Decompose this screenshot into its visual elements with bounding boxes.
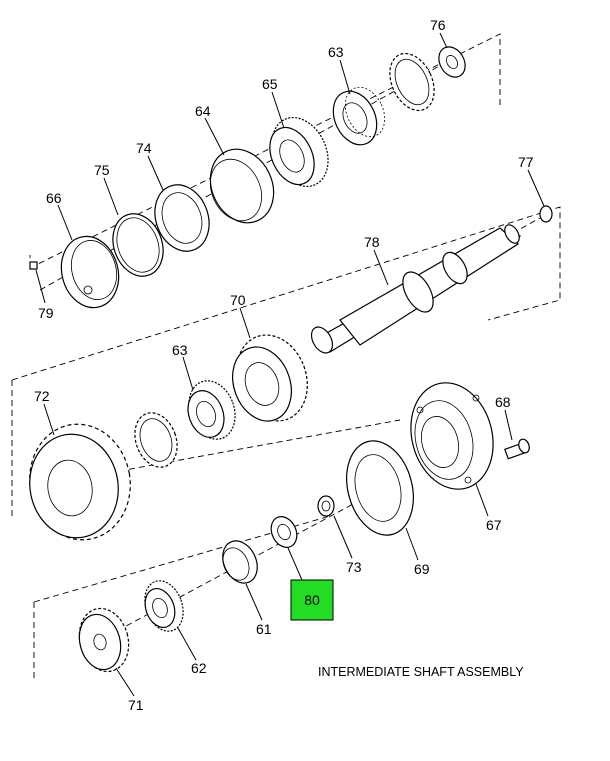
part-79-pin <box>29 261 38 270</box>
callout-74: 74 <box>136 140 152 156</box>
part-71-gear <box>78 607 130 673</box>
callout-77: 77 <box>518 154 534 170</box>
part-78-shaft <box>310 224 522 354</box>
part-66-cover <box>60 235 120 309</box>
part-72-gear <box>29 423 131 541</box>
callout-80-highlight[interactable]: 80 <box>290 579 334 621</box>
callout-66: 66 <box>46 190 62 206</box>
callout-70: 70 <box>230 292 246 308</box>
part-63-bearing-lower <box>187 380 236 440</box>
part-74-ring <box>154 184 210 252</box>
callout-75: 75 <box>94 162 110 178</box>
callout-69: 69 <box>414 561 430 577</box>
callout-79: 79 <box>38 305 54 321</box>
callout-80: 80 <box>304 592 320 608</box>
part-75-snap-ring <box>112 213 164 277</box>
part-64-cup <box>209 148 275 224</box>
leader-lines <box>35 32 545 697</box>
part-80-washer <box>270 516 298 548</box>
part-69-gasket <box>346 440 414 536</box>
part-77-nut <box>539 205 553 223</box>
callout-64: 64 <box>195 103 211 119</box>
bearing-race-lower <box>134 412 178 468</box>
callout-63-upper: 63 <box>328 44 344 60</box>
part-62-bearing <box>144 580 184 632</box>
callout-76: 76 <box>430 17 446 33</box>
diagram-title: INTERMEDIATE SHAFT ASSEMBLY <box>318 665 524 679</box>
callout-62: 62 <box>191 660 207 676</box>
middle-assembly-outline <box>11 206 561 520</box>
part-70-gear <box>232 334 308 422</box>
callout-65: 65 <box>262 76 278 92</box>
part-65-bearing <box>269 116 329 188</box>
highlight-box[interactable] <box>290 579 334 621</box>
part-73-nut <box>317 495 335 517</box>
callout-63-lower: 63 <box>172 342 188 358</box>
callout-71: 71 <box>128 697 144 713</box>
callout-72: 72 <box>34 388 50 404</box>
upper-assembly-outline <box>29 33 501 269</box>
callout-73: 73 <box>346 559 362 575</box>
part-76-washer <box>438 46 466 78</box>
part-68-bolt <box>504 438 530 460</box>
lower-assembly-outline <box>33 515 331 680</box>
part-63-bearing-upper <box>332 52 435 146</box>
callout-67: 67 <box>486 517 502 533</box>
part-67-housing <box>410 382 494 490</box>
callout-78: 78 <box>364 234 380 250</box>
callout-68: 68 <box>495 394 511 410</box>
part-61-cup <box>222 540 258 584</box>
callout-61: 61 <box>256 621 272 637</box>
